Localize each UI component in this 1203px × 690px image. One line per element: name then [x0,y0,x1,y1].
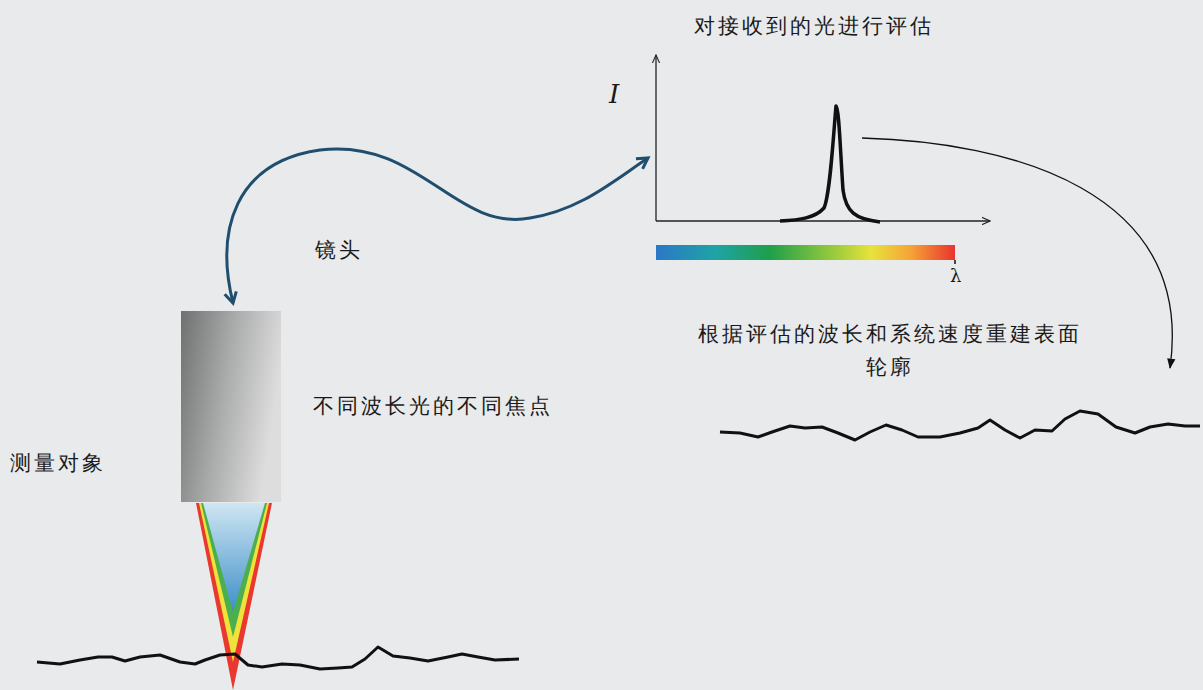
spectrum-bar [656,245,955,260]
part-label: 测量对象 [10,447,106,480]
lens-body [181,311,281,502]
blue-focus [203,503,265,612]
intensity-peak [780,106,880,222]
axis-label: I [609,74,619,114]
green-focus [201,503,267,637]
chart-title: 对接收到的光进行评估 [694,10,934,43]
yellow-focus [199,503,269,662]
result-note: 根据评估的波长和系统速度重建表面轮廓 [694,318,1086,383]
surface-profile [37,647,519,669]
part-label: 镜头 [315,234,363,267]
axis-label: λ [950,262,961,290]
tick [954,260,956,264]
reconstructed-profile [720,411,1200,440]
x-axis [656,220,990,221]
part-label: 不同波长光的不同焦点 [313,390,553,423]
light-path [227,149,648,303]
y-axis [655,55,656,221]
red-focus [196,503,272,690]
